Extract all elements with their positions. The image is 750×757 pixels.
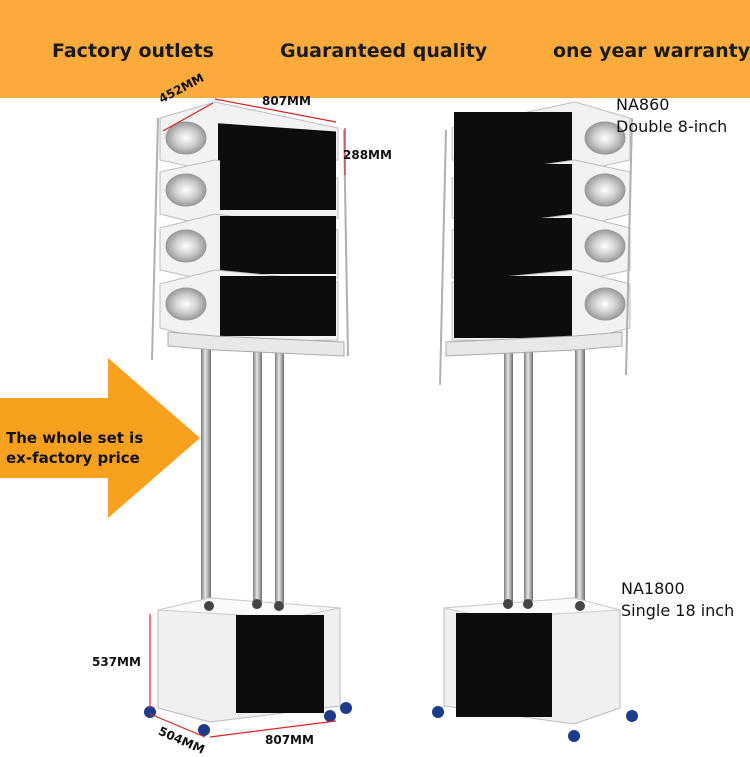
dim-top-height: 288MM [343, 148, 392, 162]
dim-top-width: 807MM [262, 94, 311, 108]
arrow-line-1: The whole set is [6, 429, 144, 447]
bottom-model-label: NA1800 [621, 579, 685, 598]
top-model-label: NA860 [616, 95, 670, 114]
banner-factory-outlets: Factory outlets [52, 40, 214, 62]
left-line-array [144, 98, 352, 738]
dim-sub-height: 537MM [92, 655, 141, 669]
top-desc-label: Double 8-inch [616, 117, 728, 136]
banner-warranty: one year warranty [553, 40, 750, 62]
header-banner [0, 0, 750, 98]
price-arrow [0, 358, 200, 518]
arrow-label: The whole set is ex-factory price [6, 428, 143, 468]
arrow-line-2: ex-factory price [6, 449, 140, 467]
banner-guaranteed-quality: Guaranteed quality [280, 40, 488, 62]
bottom-desc-label: Single 18 inch [621, 601, 735, 620]
right-line-array [432, 101, 638, 742]
dim-sub-width: 807MM [265, 733, 314, 747]
